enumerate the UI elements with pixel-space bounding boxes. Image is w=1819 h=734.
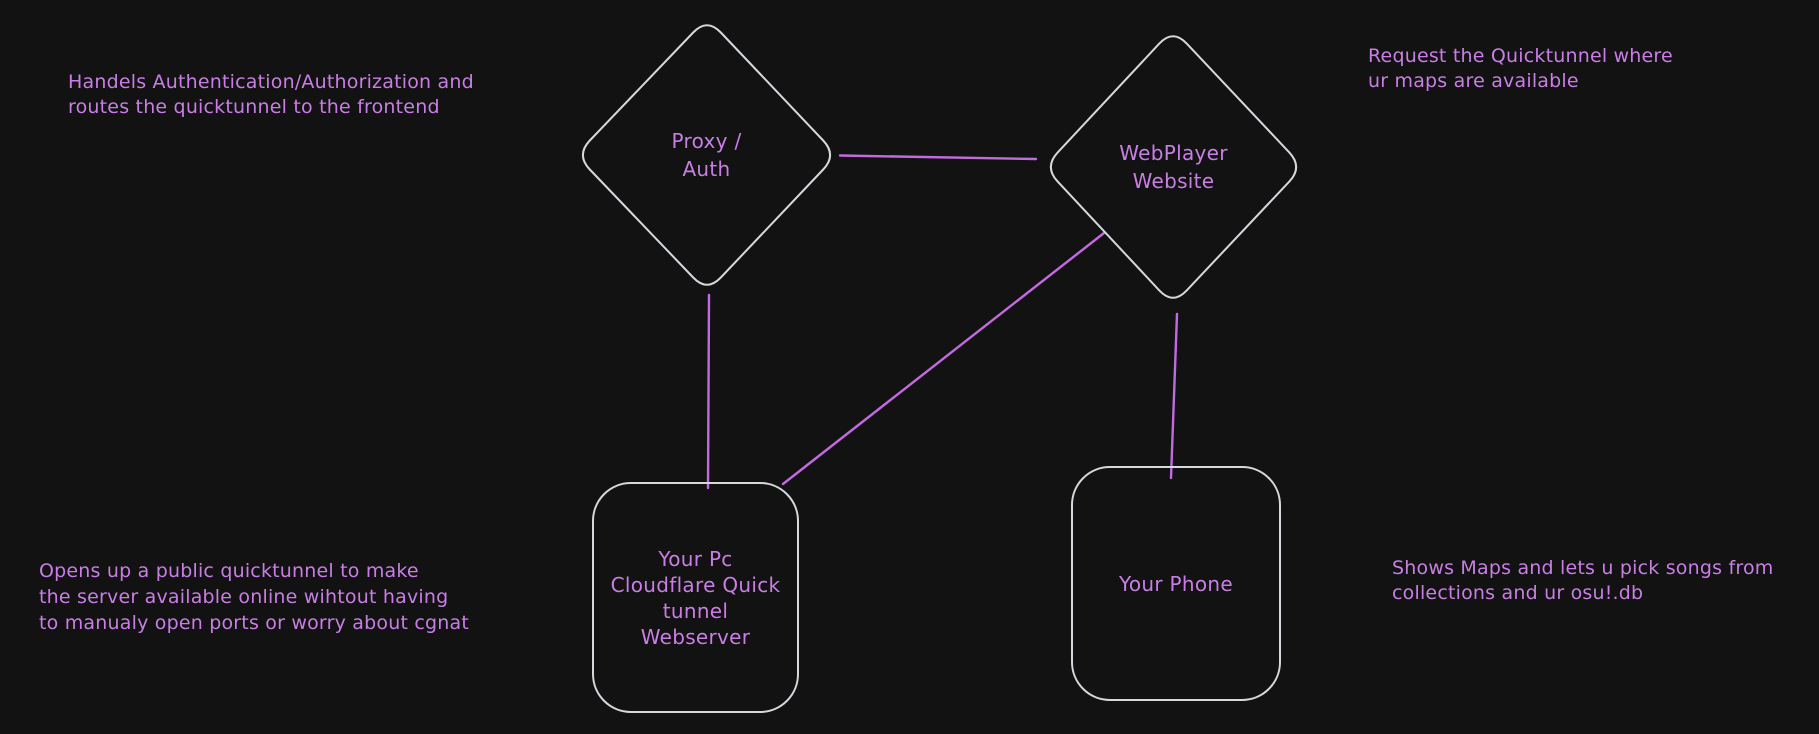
node-label-line: Proxy / <box>671 129 742 153</box>
node-label-line: Your Pc <box>658 546 733 571</box>
node-label-line: tunnel <box>662 598 729 623</box>
node-label-line: Your Phone <box>1118 571 1233 596</box>
node-label-webplayer-website[interactable]: WebPlayer Website <box>1044 29 1303 305</box>
edge-your-pc-to-webplayer[interactable] <box>781 231 1106 486</box>
proxy-auth-diamond-shape[interactable] <box>581 24 832 286</box>
note-line: Opens up a public quicktunnel to make <box>39 560 419 582</box>
node-label-your-phone[interactable]: Your Phone <box>1072 467 1280 700</box>
edge-webplayer-to-your-phone[interactable] <box>1169 312 1179 480</box>
note-quicktunnel-description[interactable]: Opens up a public quicktunnel to make th… <box>39 558 469 636</box>
node-label-line: Website <box>1132 169 1215 193</box>
your-phone-rect-shape[interactable] <box>1071 466 1281 701</box>
node-label-line: Auth <box>682 157 731 181</box>
node-label-line: Webserver <box>640 624 751 649</box>
note-line: routes the quicktunnel to the frontend <box>68 96 440 118</box>
note-proxy-auth-description[interactable]: Handels Authentication/Authorization and… <box>68 70 474 120</box>
note-line: to manualy open ports or worry about cgn… <box>39 612 470 634</box>
node-label-your-pc-webserver[interactable]: Your Pc Cloudflare Quick tunnel Webserve… <box>593 483 798 712</box>
note-line: Shows Maps and lets u pick songs from <box>1392 557 1774 579</box>
note-line: collections and ur osu!.db <box>1392 582 1644 604</box>
node-label-proxy-auth[interactable]: Proxy / Auth <box>576 18 837 292</box>
note-phone-maps-description[interactable]: Shows Maps and lets u pick songs from co… <box>1392 556 1773 606</box>
node-label-line: Cloudflare Quick <box>610 572 781 597</box>
edge-proxy-auth-to-your-pc[interactable] <box>706 293 711 490</box>
node-label-line: WebPlayer <box>1119 141 1228 165</box>
note-line: ur maps are available <box>1368 70 1579 92</box>
note-line: the server available online wihtout havi… <box>39 586 449 608</box>
note-line: Request the Quicktunnel where <box>1368 45 1673 67</box>
your-pc-rect-shape[interactable] <box>592 482 799 713</box>
webplayer-diamond-shape[interactable] <box>1049 35 1298 299</box>
edge-proxy-auth-to-webplayer[interactable] <box>838 154 1038 161</box>
note-line: Handels Authentication/Authorization and <box>68 71 474 93</box>
note-webplayer-request-description[interactable]: Request the Quicktunnel where ur maps ar… <box>1368 44 1673 94</box>
